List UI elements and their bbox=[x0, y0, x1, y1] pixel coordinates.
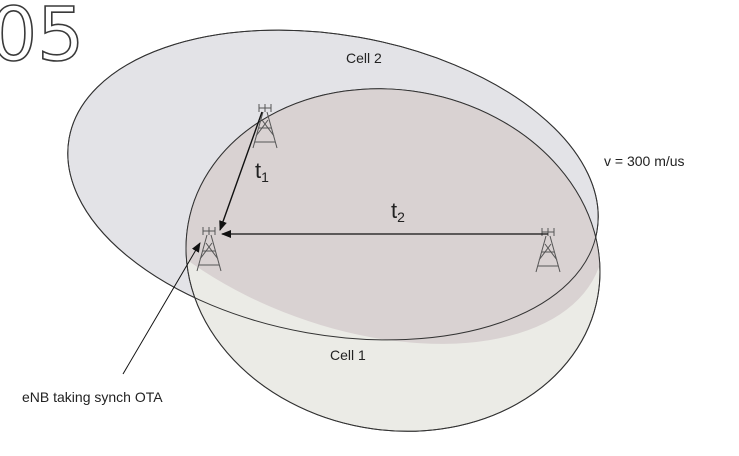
tower-icon bbox=[535, 228, 561, 273]
t2-subscript: 2 bbox=[397, 209, 405, 225]
t2-label: t2 bbox=[391, 198, 405, 225]
tower-icon bbox=[252, 104, 278, 149]
cell1-label: Cell 1 bbox=[330, 347, 366, 363]
cell2-label: Cell 2 bbox=[346, 50, 382, 66]
enb-callout-arrow bbox=[122, 242, 201, 375]
tower-icon bbox=[196, 227, 222, 272]
t1-subscript: 1 bbox=[261, 169, 269, 185]
t1-label: t1 bbox=[255, 158, 269, 185]
t2-base: t bbox=[391, 198, 397, 223]
corner-fragment-text: 05 bbox=[0, 0, 84, 78]
velocity-label: v = 300 m/us bbox=[604, 153, 685, 169]
t1-arrow bbox=[219, 111, 263, 231]
enb-callout-label: eNB taking synch OTA bbox=[22, 389, 163, 405]
cell1-outline bbox=[185, 88, 601, 432]
t1-base: t bbox=[255, 158, 261, 183]
cell2-outline bbox=[67, 29, 599, 341]
